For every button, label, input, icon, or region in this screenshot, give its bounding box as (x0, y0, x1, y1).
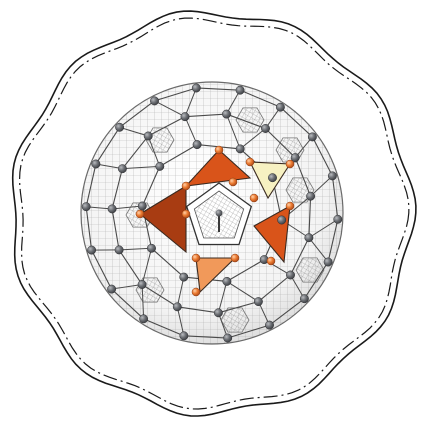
vertex-node (180, 273, 188, 281)
vertex-node (261, 124, 269, 132)
vertex-node (268, 174, 276, 182)
vertex-node (254, 297, 262, 305)
vertex-node (300, 295, 308, 303)
vertex-node (136, 210, 144, 218)
vertex-node (144, 132, 152, 140)
vertex-node (156, 162, 164, 170)
vertex-node (173, 303, 181, 311)
vertex-node (231, 254, 239, 262)
vertex-node (305, 234, 313, 242)
vertex-node (334, 215, 342, 223)
vertex-node (115, 123, 123, 131)
vertex-node (182, 182, 190, 190)
vertex-node (107, 285, 115, 293)
vertex-node (82, 203, 90, 211)
vertex-node (286, 160, 294, 168)
vertex-node (324, 258, 332, 266)
vertex-node (250, 194, 258, 202)
vertex-node (236, 86, 244, 94)
vertex-node (267, 257, 275, 265)
spike-head (216, 210, 223, 217)
vertex-node (193, 140, 201, 148)
vertex-node (147, 244, 155, 252)
vertex-node (150, 97, 158, 105)
vertex-node (118, 165, 126, 173)
vertex-node (229, 178, 237, 186)
vertex-node (87, 246, 95, 254)
vertex-node (246, 158, 254, 166)
vertex-node (180, 332, 188, 340)
vertex-node (265, 321, 273, 329)
vertex-node (224, 334, 232, 342)
vertex-node (278, 216, 286, 224)
vertex-node (276, 103, 284, 111)
vertex-node (138, 280, 146, 288)
vertex-node (236, 145, 244, 153)
vertex-node (192, 288, 200, 296)
vertex-node (286, 271, 294, 279)
vertex-node (308, 133, 316, 141)
vertex-node (139, 315, 147, 323)
vertex-node (215, 146, 223, 154)
vertex-node (138, 202, 146, 210)
vertex-node (182, 210, 190, 218)
vertex-node (181, 113, 189, 121)
vertex-node (192, 254, 200, 262)
vertex-node (223, 277, 231, 285)
vertex-node (328, 172, 336, 180)
vertex-node (115, 246, 123, 254)
vertex-node (286, 202, 294, 210)
vertex-node (92, 160, 100, 168)
vertex-node (108, 205, 116, 213)
vertex-node (222, 110, 230, 118)
vertex-node (214, 309, 222, 317)
vertex-node (192, 84, 200, 92)
vertex-node (306, 192, 314, 200)
